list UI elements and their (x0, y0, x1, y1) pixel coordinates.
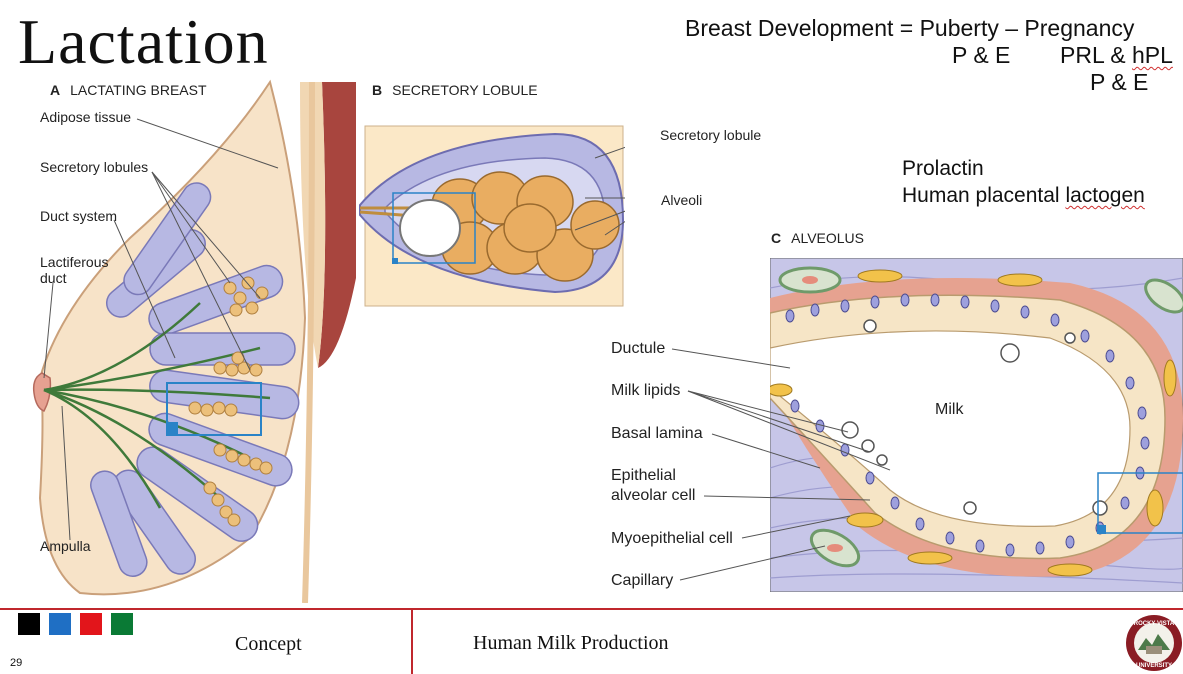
slide-title: Lactation (18, 6, 269, 77)
label-adipose-tissue: Adipose tissue (40, 109, 132, 125)
footer-concept-label: Concept (235, 633, 302, 655)
page-number: 29 (10, 657, 23, 669)
alveolus-leader-lines (671, 348, 891, 581)
label-secretory-lobule: Secretory lobule (660, 127, 762, 143)
lactating-breast-illustration (32, 79, 356, 603)
label-epithelial: Epithelial (611, 467, 676, 484)
panel-c-name: ALVEOLUS (791, 230, 865, 246)
panel-c-title: C ALVEOLUS (771, 230, 864, 246)
label-lactiferous: Lactiferous (40, 254, 109, 270)
color-square-red (80, 613, 102, 635)
label-lactiferous-duct: duct (40, 270, 67, 286)
label-duct-system: Duct system (40, 208, 118, 224)
puberty-hormones: P & E (952, 42, 1011, 68)
pregnancy-hormones-line2: P & E (1090, 69, 1149, 95)
label-capillary: Capillary (611, 572, 674, 589)
alveolus-illustration (770, 258, 1183, 592)
panel-c-letter: C (771, 230, 782, 246)
color-square-black (18, 613, 40, 635)
panel-b-name: SECRETORY LOBULE (392, 82, 538, 98)
footer-topic: Human Milk Production (473, 632, 669, 654)
hpl-label-a: Human placental (902, 184, 1066, 207)
pregnancy-hormones: PRL & hPL (1060, 42, 1173, 69)
panel-b-letter: B (372, 82, 383, 98)
label-alveolar-cell: alveolar cell (611, 487, 696, 504)
label-milk: Milk (935, 401, 964, 418)
university-seal-logo: ROCKY VISTA UNIVERSITY (1126, 615, 1182, 671)
label-secretory-lobules: Secretory lobules (40, 159, 149, 175)
breast-development-heading: Breast Development = Puberty – Pregnancy (685, 15, 1135, 41)
secretory-lobule-illustration (359, 125, 625, 307)
panel-b-title: B SECRETORY LOBULE (372, 82, 538, 98)
label-basal-lamina: Basal lamina (611, 425, 703, 442)
hormone-hpl: Human placental lactogen (902, 182, 1145, 209)
label-ampulla: Ampulla (40, 538, 91, 554)
label-milk-lipids: Milk lipids (611, 382, 681, 399)
panel-a-letter: A (50, 82, 61, 98)
footer-vertical-divider (411, 610, 413, 674)
color-square-blue (49, 613, 71, 635)
panel-a-title: A LACTATING BREAST (50, 82, 207, 98)
label-alveoli: Alveoli (661, 192, 703, 208)
prl-text: PRL & (1060, 42, 1133, 68)
svg-text:ROCKY VISTA: ROCKY VISTA (1134, 621, 1175, 627)
panel-a-name: LACTATING BREAST (70, 82, 207, 98)
hpl-text: hPL (1132, 42, 1173, 68)
hormone-prolactin: Prolactin (902, 157, 984, 180)
svg-text:UNIVERSITY: UNIVERSITY (1136, 663, 1172, 669)
label-myoepithelial-cell: Myoepithelial cell (611, 530, 733, 547)
hpl-label-b: lactogen (1065, 184, 1145, 207)
color-square-green (111, 613, 133, 635)
footer-divider (0, 608, 1183, 610)
label-ductule: Ductule (611, 340, 666, 357)
